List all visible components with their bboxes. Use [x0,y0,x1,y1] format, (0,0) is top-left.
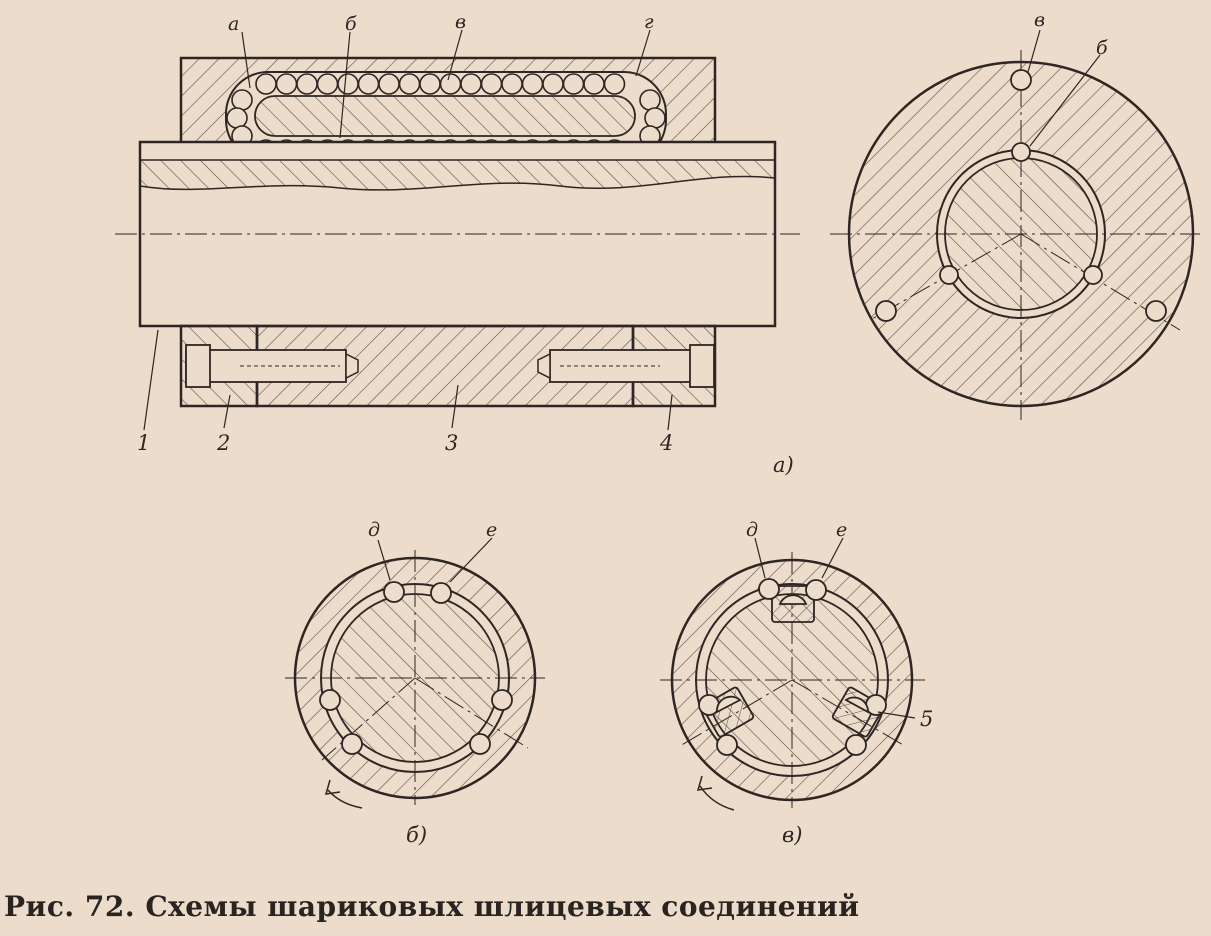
ball [357,73,380,95]
ball [480,73,503,95]
screw-right-head [689,344,715,388]
ball [583,73,605,95]
label-v-d: д [746,519,758,541]
ball [542,73,564,95]
label-b-d: д [368,519,380,541]
cross-section-b: д е б) [285,519,545,847]
label-1: 1 [137,431,150,455]
ball [439,73,462,95]
ball [337,73,359,95]
ball [639,89,661,111]
cross-section-v: д е 5 в) [660,519,933,847]
figure-caption: Рис. 72. Схемы шариковых шлицевых соедин… [4,890,860,923]
cross-section-a: в б [830,9,1200,420]
label-g: г [644,11,654,33]
ball [296,73,318,95]
label-a: а [228,13,239,35]
screw-left-tip [345,352,359,380]
label-5: 5 [920,707,933,731]
ball [316,73,339,95]
race-separator [254,95,636,137]
label-3: 3 [445,431,458,455]
cross-b-balls [319,581,513,755]
ball [521,73,544,95]
screw-left-head [185,344,211,388]
shaft-upper-wall [139,159,776,191]
ball [603,73,626,95]
label-cross-v: в [1034,9,1045,31]
view-a-label: а) [773,453,794,477]
label-2: 2 [216,431,230,455]
label-4: 4 [659,431,673,455]
view-v-label: в) [782,823,802,847]
label-v: в [455,11,466,33]
cross-a-balls [875,69,1167,322]
view-b-label: б) [406,823,427,847]
ball [378,73,400,95]
ball [419,73,441,95]
label-v-e: е [836,519,847,541]
screw-right-tip [537,352,551,380]
label-b: б [345,13,357,35]
ball [562,73,585,95]
ball [460,73,482,95]
label-b-e: е [486,519,497,541]
ball [501,73,523,95]
longitudinal-section: а б в г 1 2 3 4 а) [115,11,800,477]
rotation-arrow-b [327,789,363,809]
ball [398,73,421,95]
leader-lines [143,29,673,431]
label-cross-b: б [1096,37,1108,59]
ball [231,89,253,111]
cross-v-balls [698,578,887,756]
ball [255,73,277,95]
ball [644,107,666,129]
ball [226,107,248,129]
ball [275,73,298,95]
